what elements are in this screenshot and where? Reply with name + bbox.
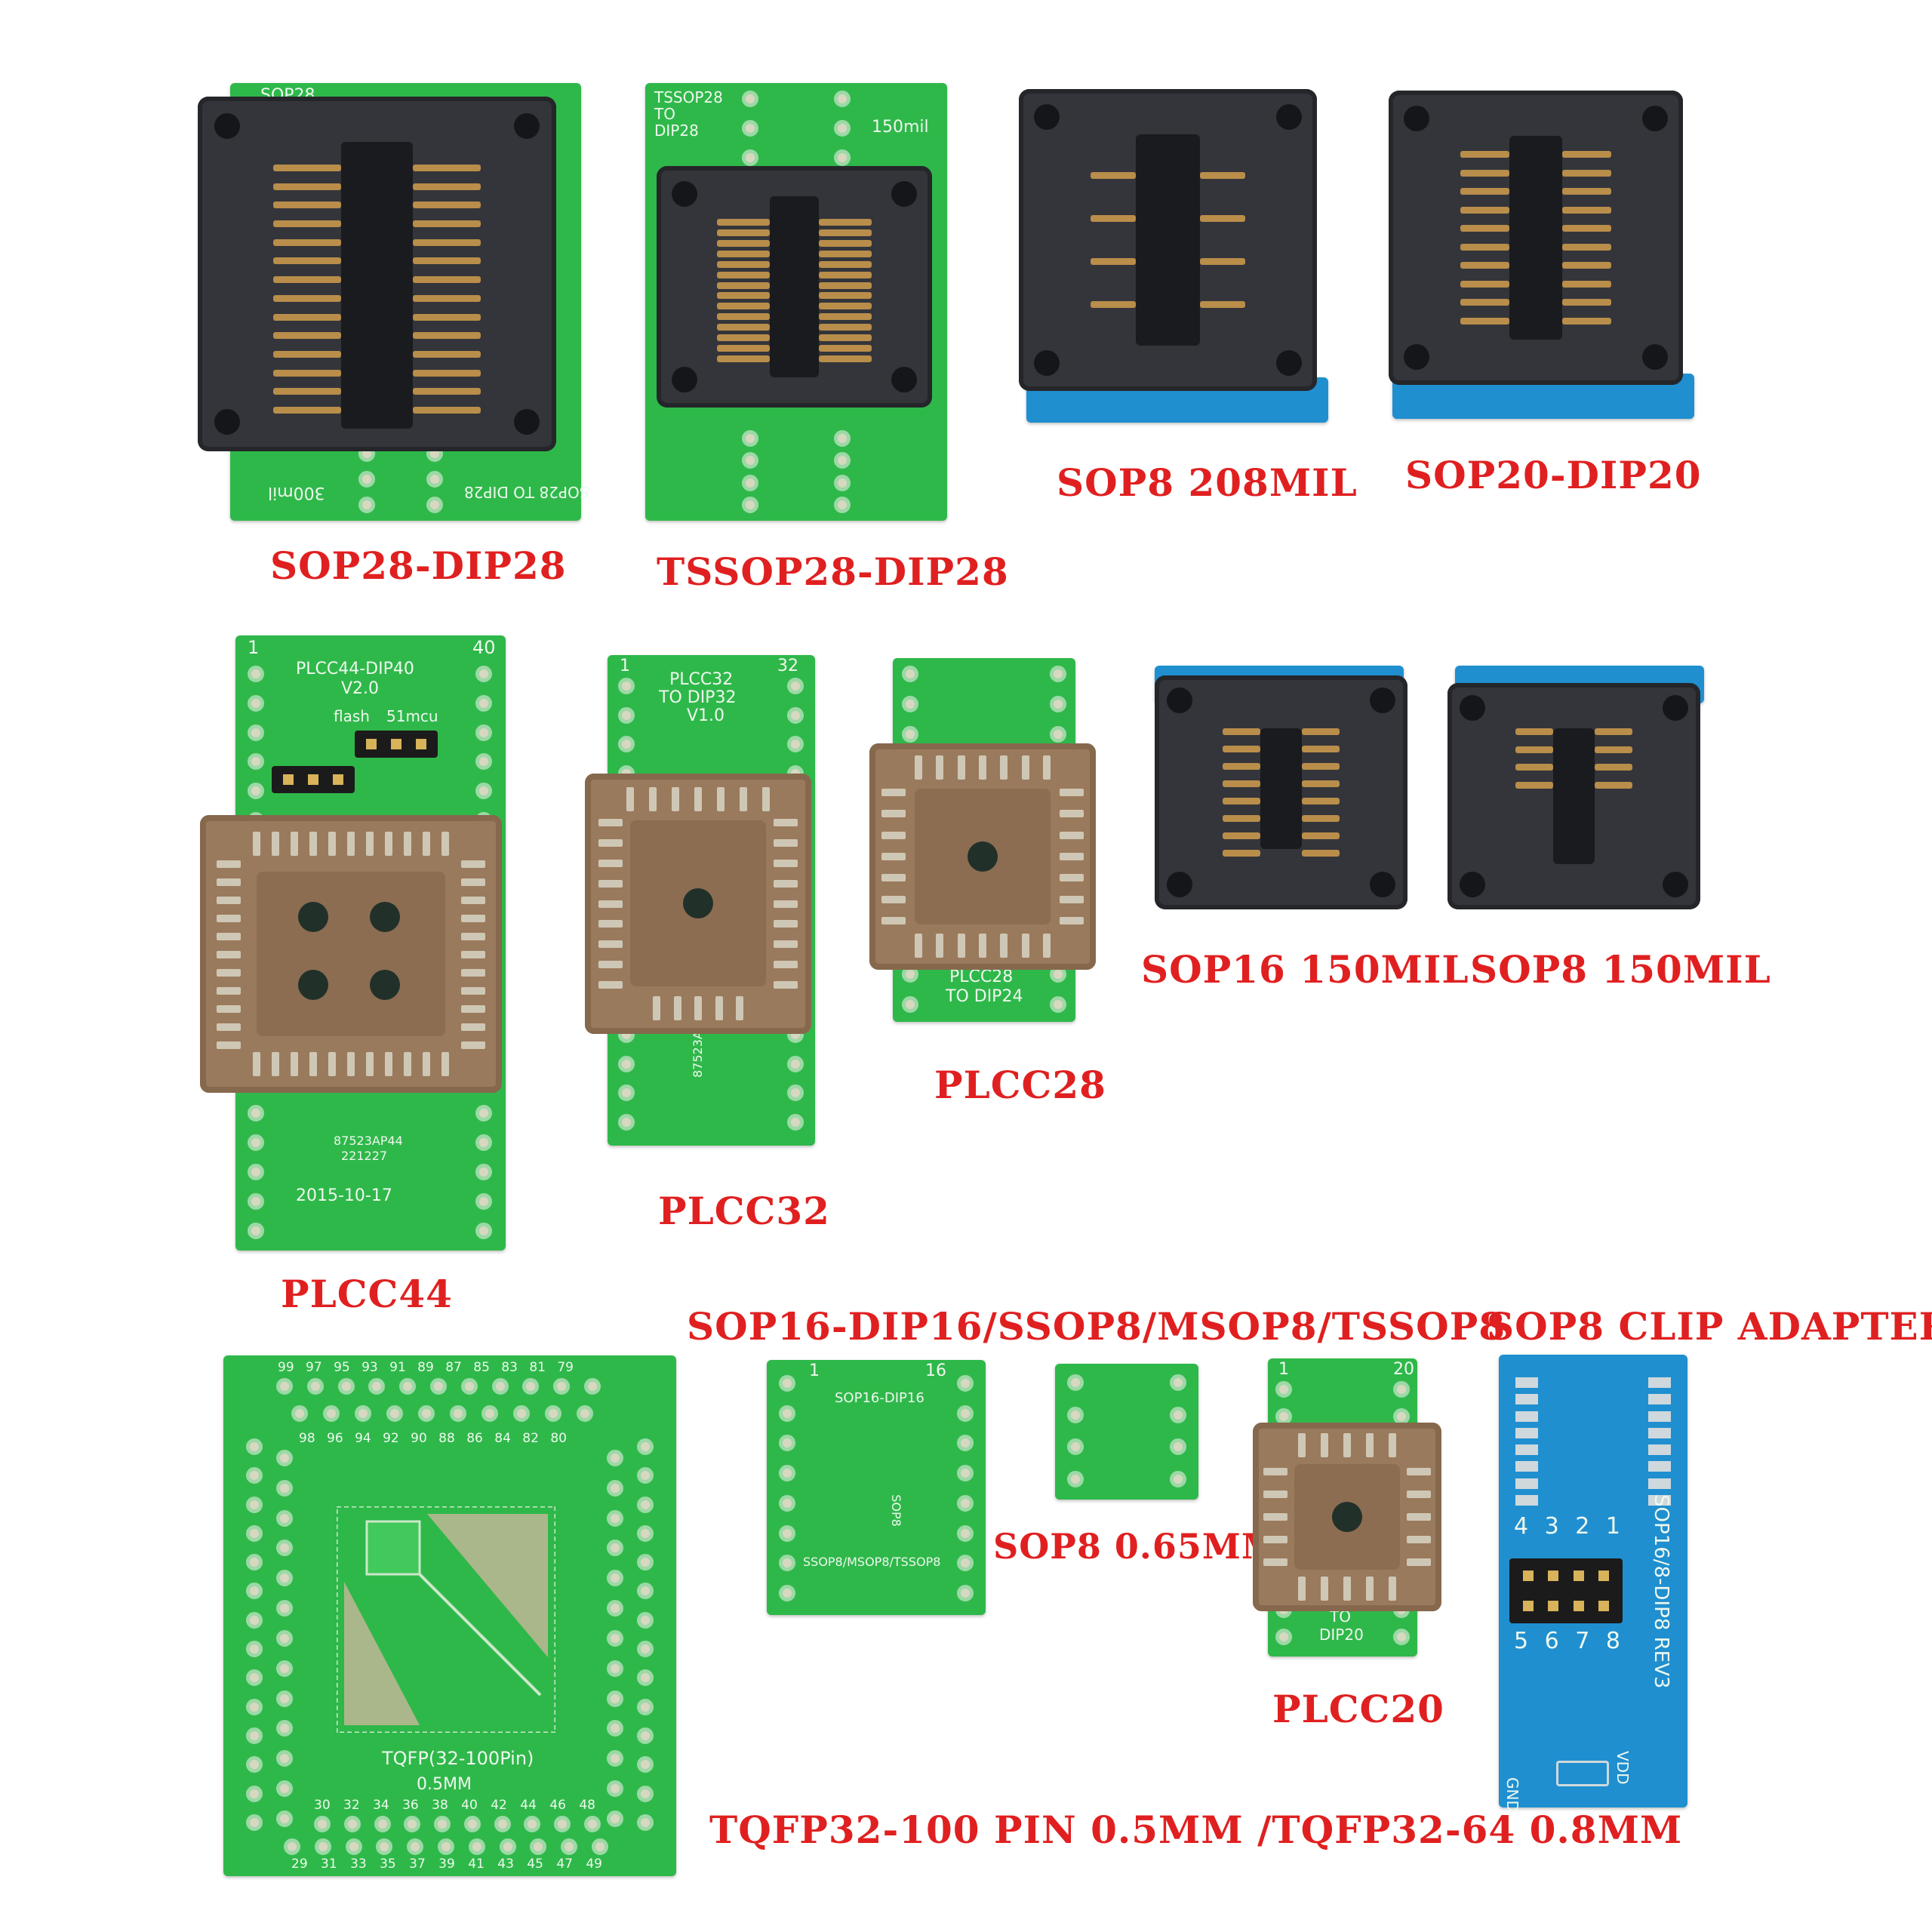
plcc32-pin32: 32 xyxy=(777,657,798,675)
tssop28-bottom-left-pads xyxy=(742,430,758,513)
plcc32-version: V1.0 xyxy=(687,706,725,725)
plcc28-board-label: PLCC28 xyxy=(949,968,1014,986)
sop8-208mil-socket[interactable] xyxy=(1019,89,1317,391)
plcc20-pin20: 20 xyxy=(1393,1360,1414,1379)
plcc20-dip: DIP20 xyxy=(1319,1626,1364,1644)
plcc32-title: PLCC32 xyxy=(669,670,734,689)
plcc44-code: 87523AP44 xyxy=(334,1134,403,1148)
clip-numbers-top: 4 3 2 1 xyxy=(1514,1513,1620,1540)
sop28-zif-socket[interactable] xyxy=(198,97,556,451)
sop16-left-pads xyxy=(779,1375,795,1601)
label-sop8-208mil: SOP8 208MIL xyxy=(1057,460,1358,505)
tqfp-bottom-numbers-2: 29 31 33 35 37 39 41 43 45 47 49 xyxy=(291,1857,602,1872)
tqfp-top-numbers: 99 97 95 93 91 89 87 85 83 81 79 xyxy=(278,1360,574,1375)
label-plcc20: PLCC20 xyxy=(1272,1687,1444,1731)
tqfp-left-pads-1 xyxy=(246,1438,263,1831)
plcc20-socket[interactable] xyxy=(1253,1423,1441,1611)
tqfp-right-pads-2 xyxy=(607,1450,623,1827)
tqfp-top-pads-2 xyxy=(291,1405,593,1422)
plcc32-socket[interactable] xyxy=(585,774,811,1034)
sop8-065-right-pads xyxy=(1170,1374,1186,1487)
tqfp-top-numbers-2: 98 96 94 92 90 88 86 84 82 80 xyxy=(299,1431,567,1446)
plcc28-to-label: TO DIP24 xyxy=(946,987,1023,1006)
sop8-clip-adapter-board: 4 3 2 1 5 6 7 8 SOP16/8-DIP8 REV3 GND VD… xyxy=(1499,1355,1687,1812)
plcc44-flash-label: flash xyxy=(334,707,370,725)
label-sop16-150mil: SOP16 150MIL xyxy=(1141,947,1469,992)
label-plcc44: PLCC44 xyxy=(281,1272,453,1316)
tssop28-mil-label: 150mil xyxy=(872,118,929,137)
label-sop8-clip-adapter: SOP8 CLIP ADAPTER xyxy=(1487,1304,1932,1349)
plcc20-pin1: 1 xyxy=(1278,1360,1289,1379)
sop16-right-pads xyxy=(957,1375,974,1601)
label-plcc28: PLCC28 xyxy=(934,1063,1106,1107)
plcc32-to: TO DIP32 xyxy=(659,688,737,707)
sop16-board-title: SOP16-DIP16 xyxy=(835,1390,924,1406)
label-sop28-dip28: SOP28-DIP28 xyxy=(270,543,567,588)
sop16-dip16-adapter: 1 16 SOP16-DIP16 SOP8 SSOP8/MSOP8/TSSOP8 xyxy=(767,1360,986,1615)
sop8-065mm-adapter xyxy=(1055,1364,1198,1500)
plcc44-mcu-label: 51mcu xyxy=(386,707,438,725)
label-sop16-multi: SOP16-DIP16/SSOP8/MSOP8/TSSOP8 xyxy=(687,1304,1506,1349)
plcc44-date: 2015-10-17 xyxy=(296,1186,392,1205)
label-tqfp: TQFP32-100 PIN 0.5MM /TQFP32-64 0.8MM xyxy=(709,1807,1683,1852)
tqfp-bottom-pads-2 xyxy=(284,1838,608,1855)
sop28-mil-label: 300mil xyxy=(268,483,325,502)
tqfp-bottom-pads-1 xyxy=(314,1816,601,1832)
plcc44-pin40: 40 xyxy=(472,637,496,658)
tssop28-top-left-pads xyxy=(742,91,758,166)
tqfp-board-pitch: 0.5MM xyxy=(417,1775,472,1794)
tqfp-left-pads-2 xyxy=(276,1450,293,1827)
tqfp-board-title: TQFP(32-100Pin) xyxy=(382,1748,534,1769)
plcc44-pin1: 1 xyxy=(248,637,260,658)
plcc44-title: PLCC44-DIP40 xyxy=(296,660,414,678)
plcc44-jumper-header-1[interactable] xyxy=(355,731,438,758)
tqfp-fine-pitch-traces xyxy=(337,1506,555,1733)
clip-gnd-label: GND xyxy=(1503,1777,1521,1812)
sop16-sop8-label: SOP8 xyxy=(888,1494,903,1527)
tssop28-bottom-right-pads xyxy=(834,430,851,513)
tqfp-32-100-adapter: 99 97 95 93 91 89 87 85 83 81 79 98 96 9… xyxy=(223,1355,676,1876)
plcc32-pin1: 1 xyxy=(620,657,630,675)
tqfp-bottom-numbers: 30 32 34 36 38 40 42 44 46 48 xyxy=(314,1798,595,1813)
tqfp-right-pads-1 xyxy=(637,1438,654,1831)
sop16-board-bottom: SSOP8/MSOP8/TSSOP8 xyxy=(803,1555,941,1569)
sop8-150mil-socket[interactable] xyxy=(1447,683,1700,909)
clip-edge-pads xyxy=(1515,1377,1671,1506)
sop16-150mil-socket[interactable] xyxy=(1155,675,1407,909)
plcc44-version: V2.0 xyxy=(341,679,380,698)
clip-power-pads xyxy=(1556,1761,1609,1786)
sop28-bottom-label: SOP28 TO DIP28 xyxy=(464,483,589,501)
clip-numbers-bottom: 5 6 7 8 xyxy=(1514,1628,1620,1654)
sop8-065-left-pads xyxy=(1067,1374,1084,1487)
sop16-pin16: 16 xyxy=(925,1361,946,1380)
plcc44-jumper-header-2[interactable] xyxy=(272,766,355,793)
plcc28-socket[interactable] xyxy=(869,743,1096,970)
clip-board-title: SOP16/8-DIP8 REV3 xyxy=(1650,1494,1672,1689)
plcc44-number: 221227 xyxy=(341,1149,388,1163)
label-sop8-150mil: SOP8 150MIL xyxy=(1470,947,1771,992)
sop28-left-pads xyxy=(358,445,375,513)
label-tssop28-dip28: TSSOP28-DIP28 xyxy=(657,549,1009,594)
sop20-dip20-socket[interactable] xyxy=(1389,91,1683,385)
tssop28-top-label: TSSOP28 TO DIP28 xyxy=(654,88,723,140)
tssop28-zif-socket[interactable] xyxy=(657,166,932,408)
sop16-pin1: 1 xyxy=(809,1361,820,1380)
clip-vdd-label: VDD xyxy=(1614,1751,1632,1785)
clip-pin-header[interactable] xyxy=(1509,1558,1623,1623)
tssop28-top-right-pads xyxy=(834,91,851,166)
label-sop20-dip20: SOP20-DIP20 xyxy=(1405,453,1702,497)
tqfp-top-pads-1 xyxy=(276,1378,601,1395)
plcc44-socket[interactable] xyxy=(200,815,502,1093)
sop28-right-pads xyxy=(426,445,443,513)
label-sop8-065mm: SOP8 0.65MM xyxy=(993,1526,1281,1567)
label-plcc32: PLCC32 xyxy=(658,1189,830,1233)
